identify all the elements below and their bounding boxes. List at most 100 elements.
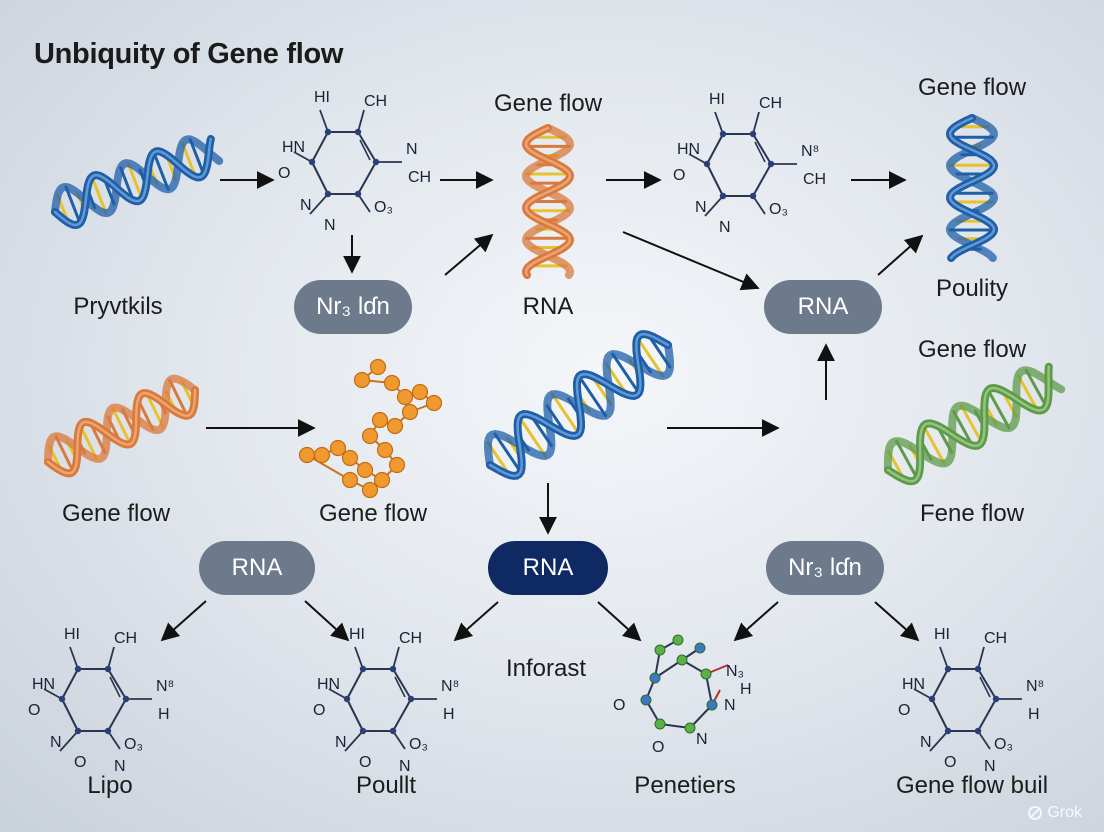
atom-label: N⁸ [441, 678, 459, 695]
arrow-rna-left-to-lipo [160, 600, 207, 642]
atom-label: CH [399, 630, 422, 647]
atom-label: H [1028, 706, 1040, 723]
atom-label: O [74, 754, 86, 771]
atom-label: CH [364, 93, 387, 110]
pill-rna-center: RNA [488, 541, 608, 595]
label-inforast: Inforast [505, 655, 587, 682]
dna-helix-icon-top-left [51, 135, 224, 230]
pill-nr-top: Nr₃ lɗn [294, 280, 412, 334]
atom-label: HN [677, 141, 700, 158]
label-gene-flow-buil: Gene flow buil [895, 772, 1049, 799]
atom-label: O [652, 739, 664, 756]
label-poulity: Poulity [935, 275, 1009, 302]
arrow-rna-left-to-poullt [304, 600, 350, 642]
atom-label: N [114, 758, 126, 775]
atom-label: N⁸ [801, 143, 819, 160]
label-pryvtkils: Pryvtkils [73, 293, 163, 320]
arrow-pill-up-to-orange-dna [444, 233, 494, 276]
atom-label: N [300, 197, 312, 214]
atom-label: CH [408, 169, 431, 186]
label-penetiers: Penetiers [634, 772, 736, 799]
atom-label: N⁸ [1026, 678, 1044, 695]
atom-label: O [28, 702, 40, 719]
arrow-rna-center-to-poullt [453, 601, 499, 642]
atom-label: N [724, 697, 736, 714]
label-gene-flow-top-mid: Gene flow [493, 90, 603, 117]
atom-label: O [313, 702, 325, 719]
label-lipo: Lipo [87, 772, 133, 799]
bead-chain-icon [298, 358, 443, 499]
atom-label: CH [803, 171, 826, 188]
atom-label: N [984, 758, 996, 775]
atom-label: N [920, 734, 932, 751]
pill-rna-left: RNA [199, 541, 315, 595]
label-poullt: Poullt [355, 772, 417, 799]
atom-label: O₃ [409, 736, 428, 753]
grok-watermark: Grok [1027, 804, 1082, 822]
dna-helix-icon-green-right [883, 362, 1066, 486]
label-gene-flow-center: Gene flow [318, 500, 428, 527]
label-gene-flow-right-mid: Gene flow [917, 336, 1027, 363]
arrow-rna-pill-to-poulity-dna [877, 234, 924, 276]
atom-label: N₃ [726, 663, 744, 680]
label-rna-top: RNA [522, 293, 574, 320]
dna-helix-icon-orange-left [44, 374, 199, 478]
arrow-orange-dna-to-rna-pill [622, 231, 760, 291]
atom-label: N [719, 219, 731, 236]
atom-label: O [944, 754, 956, 771]
atom-label: HN [32, 676, 55, 693]
molecule-icon-top-b: HI CH HN N⁸ O CH NN O₃ [673, 91, 826, 236]
pill-nr-bottom: Nr₃ lɗn [766, 541, 884, 595]
atom-label: HI [314, 89, 330, 106]
arrow-nr-to-penetiers [733, 601, 779, 642]
label-gene-flow-left: Gene flow [61, 500, 171, 527]
atom-label: H [443, 706, 455, 723]
dna-helix-icon-orange-top [521, 124, 575, 279]
atom-label: HN [282, 139, 305, 156]
label-gene-flow-top-right: Gene flow [917, 74, 1027, 101]
atom-label: H [740, 681, 752, 698]
atom-label: CH [759, 95, 782, 112]
atom-label: O [278, 165, 290, 182]
watermark-text: Grok [1047, 804, 1082, 821]
atom-label: O₃ [769, 201, 788, 218]
atom-label: HN [317, 676, 340, 693]
grok-logo-icon [1028, 806, 1043, 820]
atom-label: N [406, 141, 418, 158]
atom-label: N [335, 734, 347, 751]
atom-label: H [158, 706, 170, 723]
atom-label: HI [934, 626, 950, 643]
arrow-nr-to-gene-flow-buil [874, 601, 920, 642]
atom-label: HI [64, 626, 80, 643]
atom-label: O [673, 167, 685, 184]
atom-label: O [359, 754, 371, 771]
atom-label: O [613, 697, 625, 714]
dna-helix-icon-blue-top-right [945, 114, 999, 262]
atom-label: CH [114, 630, 137, 647]
page-title: Unbiquity of Gene flow [34, 38, 344, 70]
atom-label: HN [902, 676, 925, 693]
label-fene-flow: Fene flow [919, 500, 1025, 527]
atom-label: HI [349, 626, 365, 643]
atom-label: O₃ [374, 199, 393, 216]
atom-label: O [898, 702, 910, 719]
atom-label: N [324, 217, 336, 234]
dna-helix-icon-blue-center [484, 330, 674, 480]
atom-label: CH [984, 630, 1007, 647]
atom-label: O₃ [994, 736, 1013, 753]
atom-label: N [695, 199, 707, 216]
atom-label: N [50, 734, 62, 751]
atom-label: O₃ [124, 736, 143, 753]
atom-label: N [399, 758, 411, 775]
pill-rna-right: RNA [764, 280, 882, 334]
atom-label: N⁸ [156, 678, 174, 695]
atom-label: HI [709, 91, 725, 108]
